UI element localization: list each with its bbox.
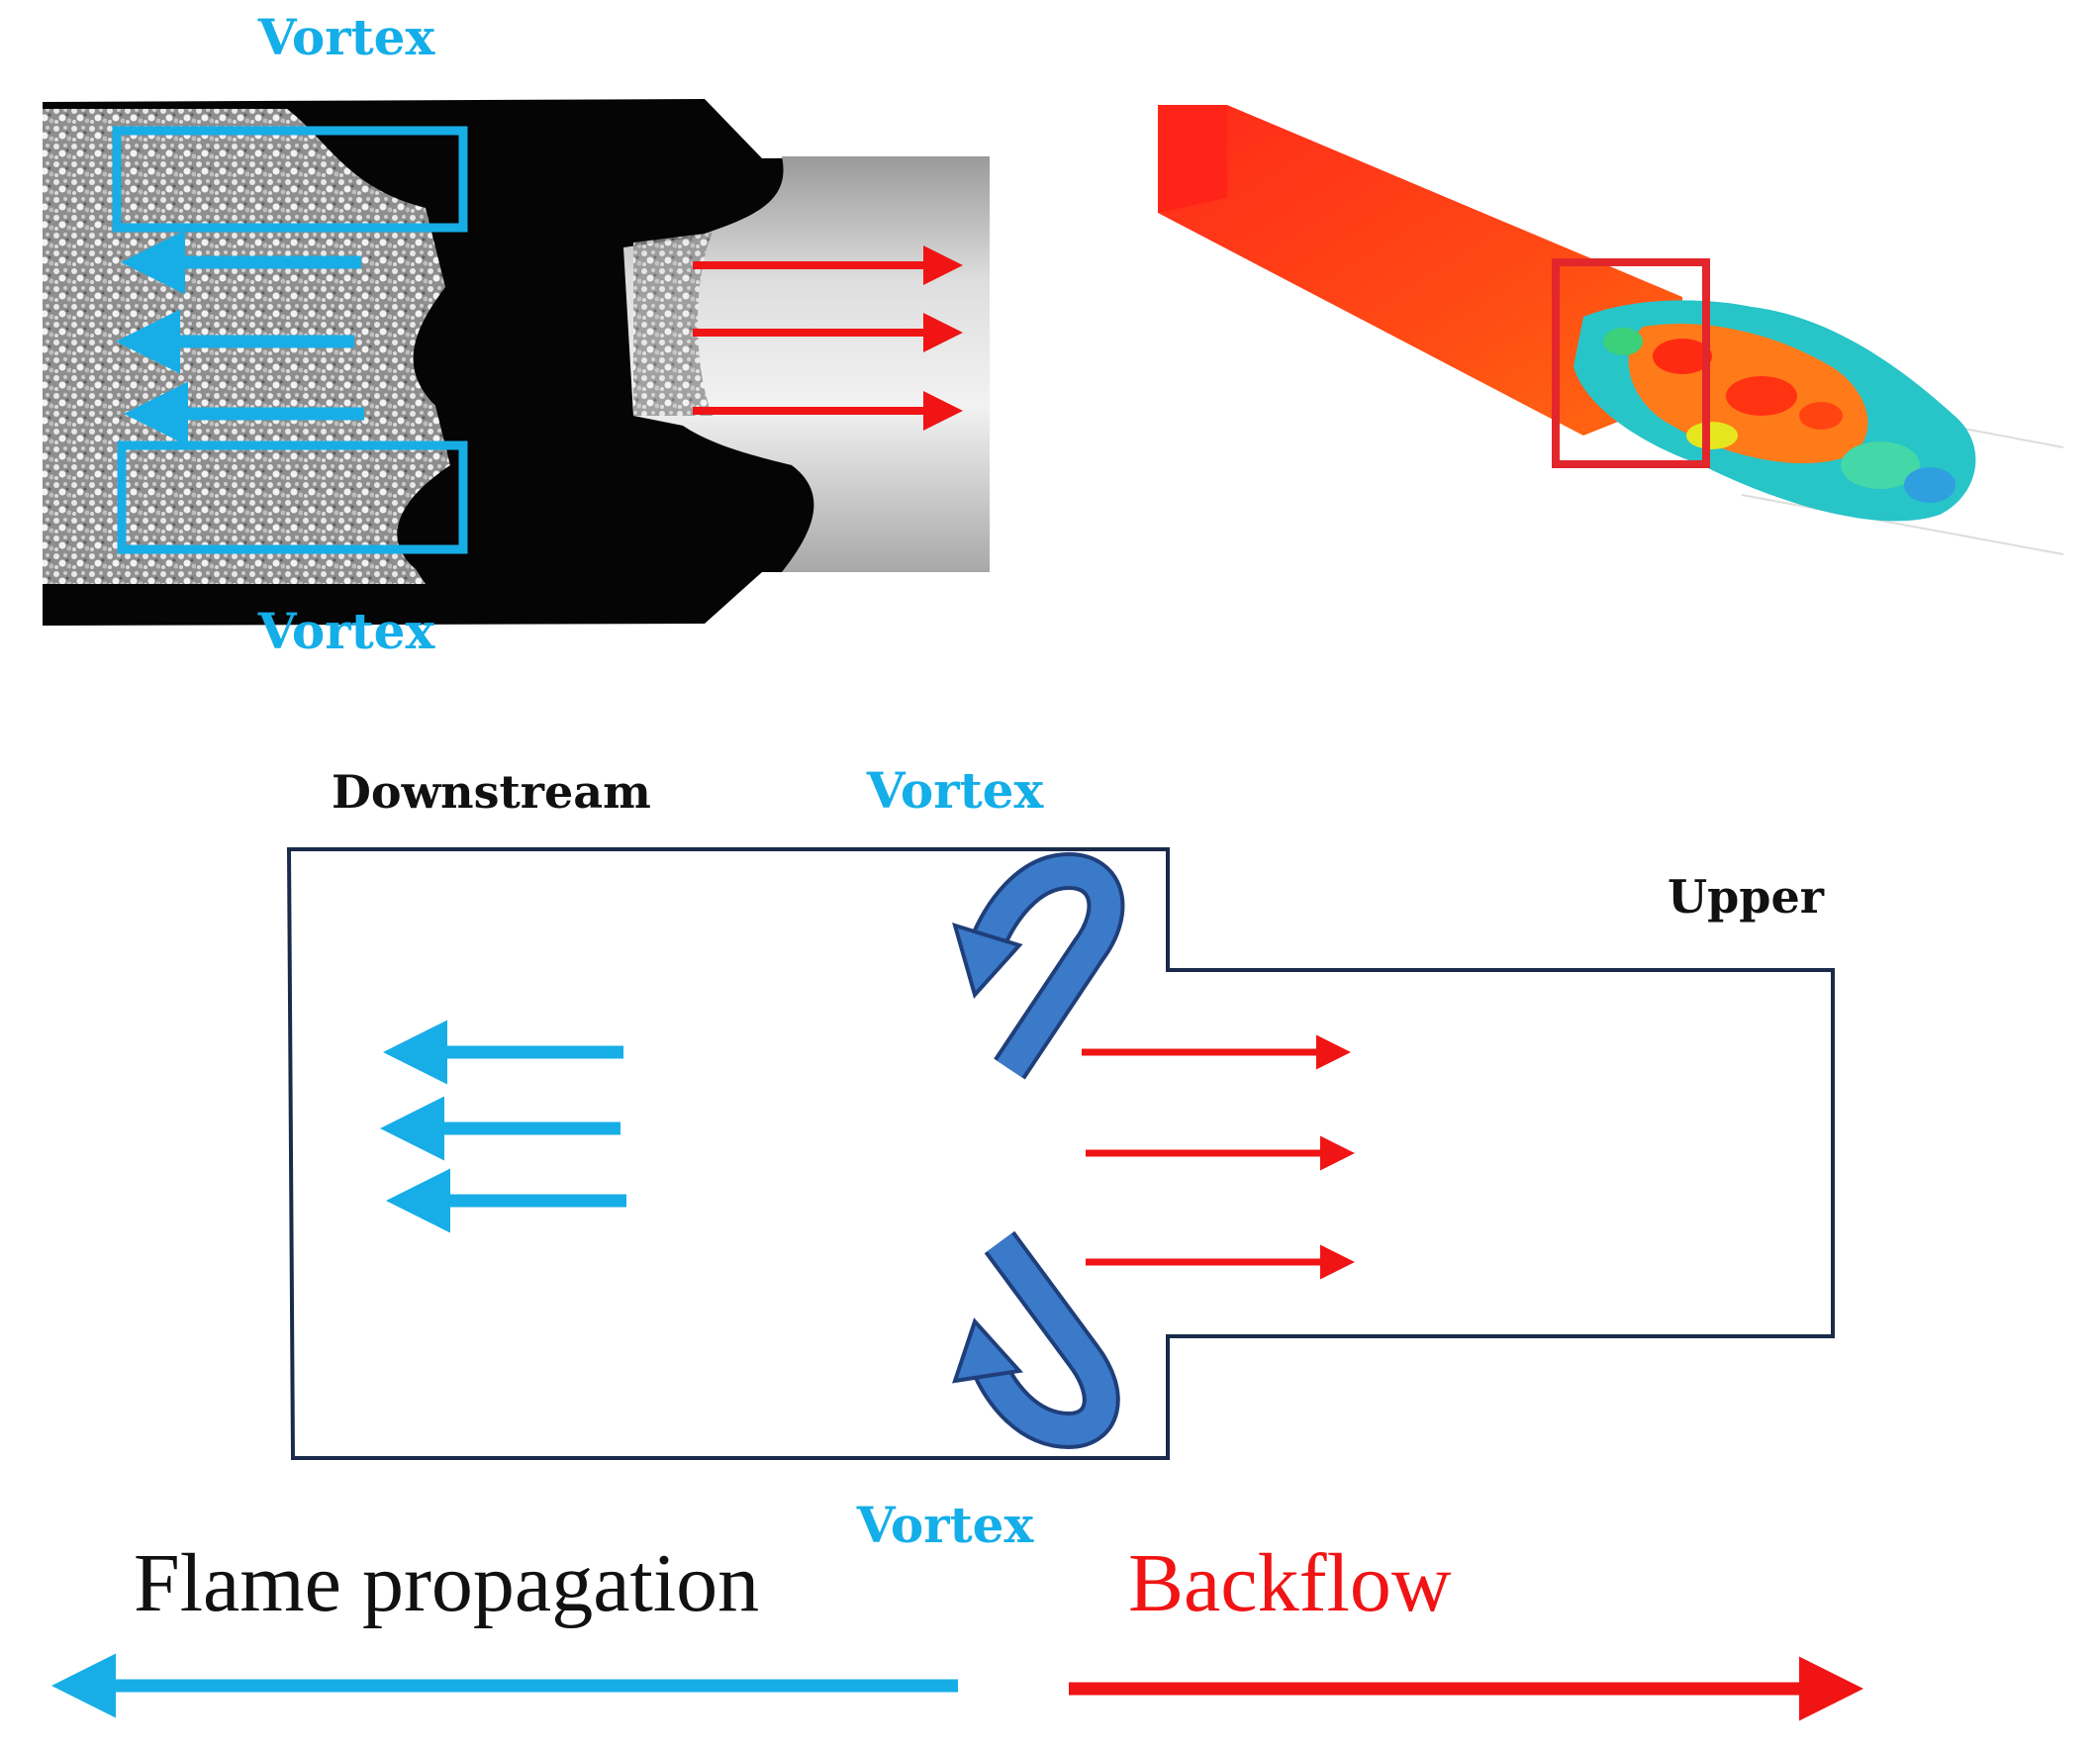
schematic-downstream-label: Downstream xyxy=(332,765,651,819)
photo-vortex-label-top: Vortex xyxy=(257,8,436,66)
schematic-vortex-label-bottom: Vortex xyxy=(856,1496,1035,1554)
schematic: Downstream Vortex Upper Vortex xyxy=(286,761,1835,1554)
sim-flame-blob xyxy=(1653,339,1712,374)
simulation-panel xyxy=(1158,105,2064,555)
schematic-vortex-arrow-top xyxy=(952,852,1125,1080)
sim-flame-blob xyxy=(1603,328,1643,355)
sim-flame-blob xyxy=(1726,376,1797,416)
photo-panel: Vortex Vortex xyxy=(43,8,990,660)
photo-vortex-box-bottom xyxy=(117,440,468,554)
photo-tube-region xyxy=(623,156,990,572)
sim-duct-front-face xyxy=(1158,105,1227,213)
schematic-vortex-arrow-bottom xyxy=(952,1230,1120,1449)
photo-vortex-box-top xyxy=(112,126,468,233)
schematic-upper-label: Upper xyxy=(1668,870,1825,924)
sim-flame-blob xyxy=(1799,402,1843,430)
schematic-vortex-label-top: Vortex xyxy=(866,761,1045,820)
sim-flame-blob xyxy=(1904,467,1956,503)
schematic-channel-outline xyxy=(286,847,1835,1460)
legend-flame-label: Flame propagation xyxy=(134,1537,759,1629)
sim-flame-blob xyxy=(1841,441,1920,489)
legend: Flame propagation Backflow xyxy=(51,1537,1863,1721)
photo-vortex-label-bottom: Vortex xyxy=(257,602,436,660)
sim-guide-line xyxy=(1741,494,2064,555)
photo-tube-speckle xyxy=(633,233,713,416)
sim-flame-blob xyxy=(1686,422,1738,449)
sim-duct xyxy=(1158,105,1682,436)
legend-backflow-label: Backflow xyxy=(1128,1537,1452,1629)
sim-highlight-box xyxy=(1552,258,1710,468)
